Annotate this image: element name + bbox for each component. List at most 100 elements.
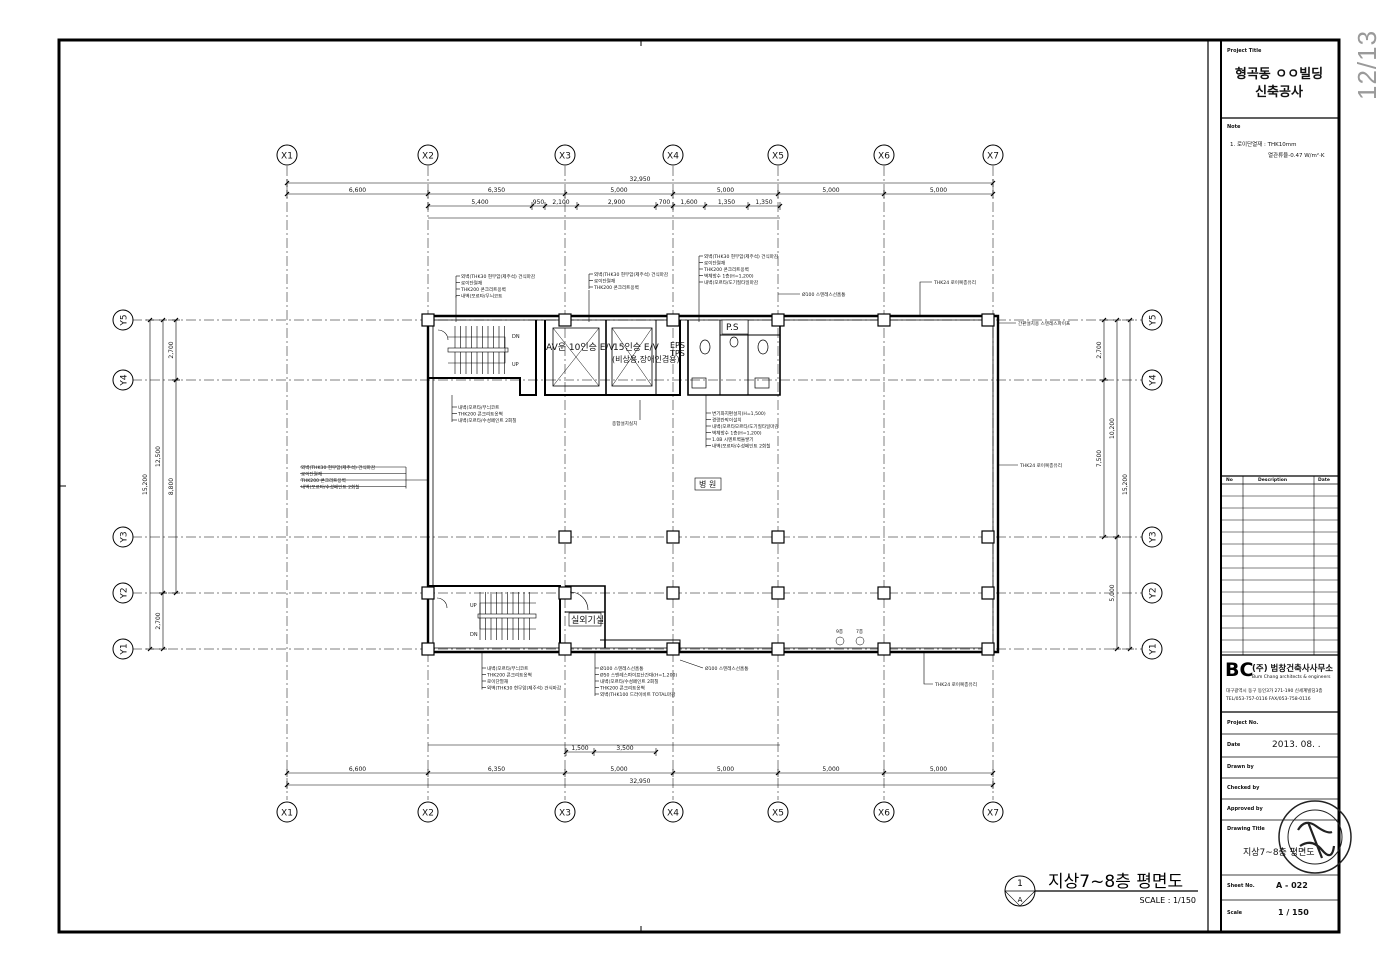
room-label-elevator-right: 15인승 E/V (613, 342, 660, 353)
dim-bottom-row1-0: 6,600 (349, 766, 366, 773)
stair-dn-upper: DN (512, 334, 520, 340)
dim-bottom-row1-1: 6,350 (488, 766, 505, 773)
grid-bubble-X5: X5 (767, 801, 789, 823)
note-a13-3: THK200 콘크리트옹벽 (599, 685, 645, 692)
note-a10-0: THK24 로이복층유리 (1019, 462, 1062, 469)
dim-top-row2-6: 1,350 (718, 199, 735, 206)
column-11 (558, 586, 572, 600)
revision-header-date: Date (1318, 478, 1330, 483)
svg-text:Y3: Y3 (120, 531, 130, 543)
note-a11-3: 내벽(모르타/수성페인트 2회칠 (301, 484, 359, 491)
revision-header-description: Description (1258, 478, 1288, 483)
dim-top-row2-7: 1,350 (755, 199, 772, 206)
note-a7-1: THK200 콘크리트옹벽 (457, 411, 503, 418)
dim-right-b-0: 7,500 (1096, 450, 1103, 467)
svg-text:X4: X4 (667, 809, 679, 819)
dim-right-e-0: 5,000 (1109, 584, 1116, 601)
note-a2-0: 외벽(THK30 현무암(제주석) 건식마감 (594, 271, 669, 278)
svg-text:Y2: Y2 (1149, 587, 1159, 599)
dim-bottom-row2-1: 3,500 (616, 745, 633, 752)
firm-name: (주) 범창건축사사무소 (1252, 664, 1334, 674)
column-10 (421, 586, 435, 600)
column-20 (877, 642, 891, 656)
grid-bubble-X7: X7 (982, 801, 1004, 823)
dim-bottom-row1-5: 5,000 (930, 766, 947, 773)
dim-top-row2-3: 2,900 (608, 199, 625, 206)
dim-left-d-0: 15,200 (142, 474, 149, 495)
drawing-title-value: 지상7~8층 평면도 (1243, 848, 1315, 858)
note-a1-2: THK200 콘크리트옹벽 (460, 286, 506, 293)
note-a3-3: 벽체방수 1층(H=1,200) (704, 273, 754, 280)
svg-text:X6: X6 (878, 152, 890, 162)
note-a11-2: THK200 콘크리트옹벽 (300, 477, 346, 484)
grid-bubble-X2: X2 (417, 144, 439, 166)
grid-bubble-Y5: Y5 (1141, 309, 1163, 331)
drawing-title: 지상7~8층 평면도 (1048, 872, 1183, 892)
grid-bubble-X6: X6 (873, 801, 895, 823)
room-labels: AV운 10인승 E/V 15인승 E/V (비상용,장애인겸용) EPS TP… (470, 319, 749, 638)
grid-bubble-X1: X1 (276, 801, 298, 823)
room-label-outdoor-unit: 실외기실 (571, 614, 604, 626)
note-a12-1: THK200 콘크리트옹벽 (486, 672, 532, 679)
svg-text:X6: X6 (878, 809, 890, 819)
note-a9-3: 벽체방수 1층(H=1,200) (712, 430, 762, 437)
building-walls (426, 314, 1000, 654)
grid-bubble-Y3: Y3 (1141, 526, 1163, 548)
elevator-car-left (552, 327, 600, 387)
grid-bubble-X3: X3 (554, 144, 576, 166)
note-a9-1: 경량칸막이설치 (712, 417, 742, 424)
note-a8-0: 종합설치실치 (612, 420, 637, 427)
svg-text:Y1: Y1 (1149, 643, 1159, 655)
dim-top-row1-3: 5,000 (717, 187, 734, 194)
svg-text:Y2: Y2 (120, 587, 130, 599)
stair-up-upper: UP (512, 362, 519, 368)
note-a1-1: 로이단열재 (461, 280, 482, 287)
note-a1-0: 외벽(THK30 현무암(제주석) 건식마감 (461, 273, 536, 280)
grid-bubble-X2: X2 (417, 801, 439, 823)
firm-address: 대구광역시 동구 동인3가 271-190 신세계빌딩3층 (1226, 689, 1323, 694)
note-a3-2: THK200 콘크리트옹벽 (703, 266, 749, 273)
sheet-no-label: Sheet No. (1227, 883, 1255, 889)
note-a13-4: 외벽(THK100 드라이비트 TOTAL마감 (600, 691, 676, 698)
date-value: 2013. 08. . (1272, 740, 1321, 750)
room-label-eps: EPS (670, 341, 685, 350)
drawing-title-label: Drawing Title (1227, 826, 1265, 832)
column-18 (666, 642, 680, 656)
note-a6-0: 간판설치용 스텐레스파이프 (1018, 320, 1070, 327)
note-a11-1: 로이단열재 (301, 471, 322, 478)
grid-bubble-X4: X4 (662, 144, 684, 166)
svg-text:Y5: Y5 (120, 314, 130, 326)
svg-text:Y1: Y1 (120, 643, 130, 655)
room-label-ps: P.S (726, 323, 739, 333)
grid-bubble-Y4: Y4 (112, 369, 134, 391)
grid-bubble-Y2: Y2 (112, 582, 134, 604)
note-line-2: 열관류율-0.47 W/m²·K (1268, 153, 1325, 159)
dim-top-row1-1: 6,350 (488, 187, 505, 194)
grid-bubble-X6: X6 (873, 144, 895, 166)
svg-text:X5: X5 (772, 152, 784, 162)
note-a2-1: 로이단열재 (594, 278, 615, 285)
grid-bubble-Y3: Y3 (112, 526, 134, 548)
svg-text:X1: X1 (281, 152, 293, 162)
dim-top-row2-4: 700 (659, 199, 671, 206)
note-a5-0: THK24 로이복층유리 (933, 279, 976, 286)
stair-dn-lower: DN (470, 632, 478, 638)
drawing-number: 1 (1017, 879, 1023, 889)
drawing-sheet-ref: A (1018, 896, 1023, 904)
note-label: Note (1227, 124, 1241, 130)
note-a9-0: 변기좌지편설치(H=1,500) (712, 410, 766, 417)
column-4 (877, 313, 891, 327)
svg-text:BC: BC (1225, 659, 1253, 681)
project-no-label: Project No. (1227, 720, 1259, 726)
project-name: 형곡동 ㅇㅇ빌딩 신축공사 (1226, 66, 1332, 102)
column-17 (558, 642, 572, 656)
grid-bubble-X1: X1 (276, 144, 298, 166)
note-a9-5: 내벽(모르타/수성페인트 2회칠 (712, 443, 770, 450)
grid-bubble-X4: X4 (662, 801, 684, 823)
grid-bubble-X7: X7 (982, 144, 1004, 166)
svg-text:X3: X3 (559, 809, 571, 819)
grid-bubble-Y1: Y1 (112, 638, 134, 660)
dim-right-c-0: 10,200 (1109, 418, 1116, 439)
